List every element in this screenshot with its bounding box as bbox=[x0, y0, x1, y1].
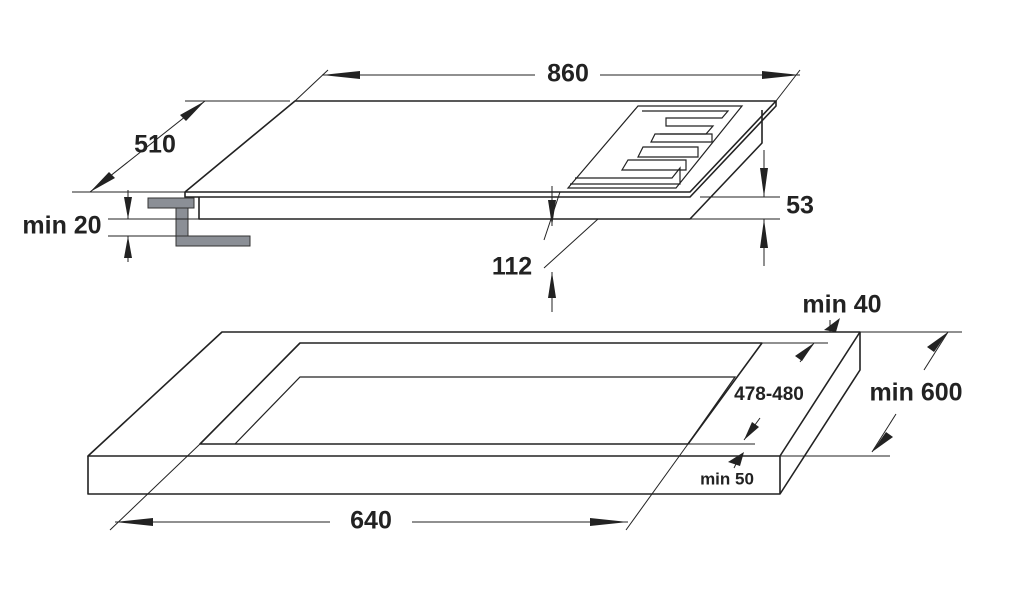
knob-5 bbox=[570, 166, 681, 185]
hob-plate-edge bbox=[184, 101, 777, 198]
knob-1 bbox=[642, 110, 730, 135]
label-min-40: min 40 bbox=[802, 291, 881, 319]
label-53: 53 bbox=[786, 192, 814, 220]
label-640: 640 bbox=[350, 507, 392, 535]
knob-4 bbox=[620, 159, 687, 171]
dim-min-40 bbox=[824, 318, 840, 332]
dim-860 bbox=[294, 69, 801, 102]
fixing-bracket bbox=[147, 197, 251, 247]
label-min-600: min 600 bbox=[869, 379, 962, 407]
dim-478-480 bbox=[688, 342, 828, 445]
dim-510 bbox=[72, 100, 290, 193]
dim-112 bbox=[543, 186, 599, 312]
hob-drawing bbox=[147, 100, 777, 247]
dim-min-50 bbox=[728, 452, 744, 469]
label-478-480: 478-480 bbox=[734, 384, 804, 405]
cutout-inner-wall bbox=[234, 376, 737, 445]
label-510: 510 bbox=[134, 131, 176, 159]
label-860: 860 bbox=[547, 60, 589, 88]
label-min-50: min 50 bbox=[700, 469, 754, 488]
knob-2 bbox=[650, 133, 713, 143]
dim-640 bbox=[109, 443, 689, 531]
label-min-20: min 20 bbox=[22, 212, 101, 240]
dim-53 bbox=[690, 150, 780, 266]
control-panel-recess bbox=[566, 105, 744, 189]
label-112: 112 bbox=[492, 253, 532, 281]
knob-3 bbox=[637, 146, 699, 158]
control-knobs bbox=[570, 110, 730, 185]
dim-min-600 bbox=[780, 331, 962, 457]
dim-min-20 bbox=[108, 190, 199, 262]
